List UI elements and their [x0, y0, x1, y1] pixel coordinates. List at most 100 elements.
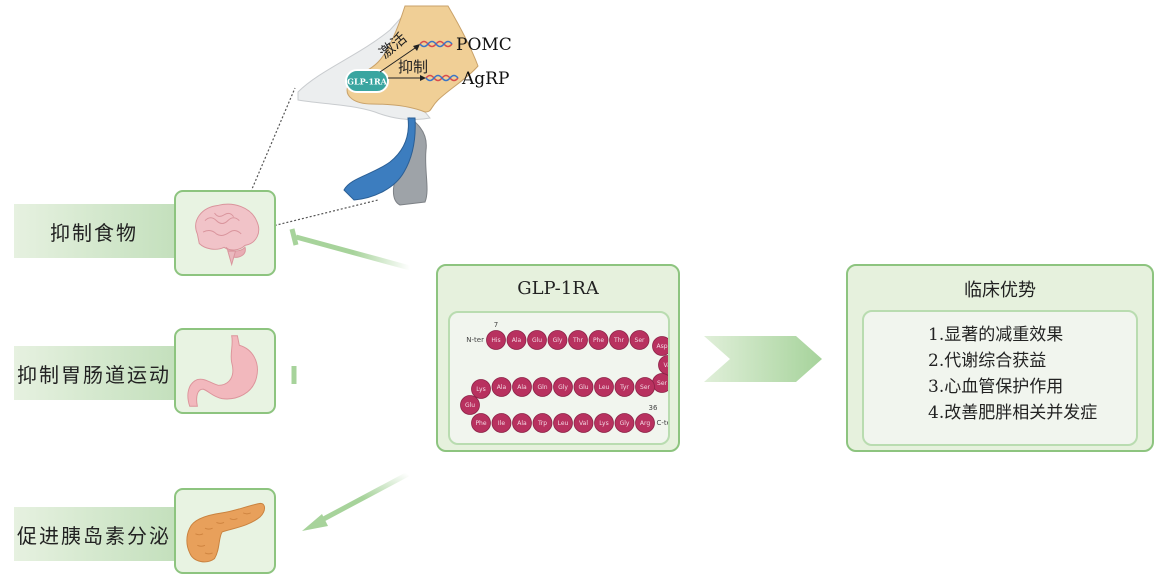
n-terminus-label: N-ter	[466, 336, 484, 344]
benefits-list: 1.显著的减重效果 2.代谢综合获益 3.心血管保护作用 4.改善肥胖相关并发症	[864, 322, 1136, 426]
dna-icon	[419, 40, 453, 48]
residue-label: Thr	[572, 337, 583, 344]
amino-acid-residue: Phe	[588, 330, 609, 350]
amino-acid-residue: Ser	[629, 330, 650, 350]
effect-text: 促进胰岛素分泌	[17, 523, 171, 548]
gene-pomc: POMC	[456, 35, 512, 55]
benefit-item: 3.心血管保护作用	[928, 377, 1064, 397]
amino-acid-residue: Ser	[652, 373, 672, 393]
hypothalamus-illustration: GLP-1RA 激活 抑制 POMC AgRP	[297, 5, 512, 206]
glp1ra-title: GLP-1RA	[517, 278, 599, 299]
residue-label: Lys	[599, 420, 608, 427]
drug-capsule-label: GLP-1RA	[347, 77, 388, 87]
residue-label: Ser	[635, 337, 646, 344]
inhibit-label: 抑制	[398, 58, 428, 76]
effect-label-food-intake: 抑制食物	[14, 204, 174, 258]
drug-capsule	[345, 69, 389, 93]
effect-text: 抑制胃肠道运动	[17, 362, 171, 387]
residue-label: Ile	[498, 420, 505, 427]
amino-acid-residue: Gly	[553, 377, 573, 397]
amino-acid-residue: Ser	[635, 377, 655, 397]
residue-label: Glu	[532, 337, 542, 344]
organ-box-brain	[174, 190, 276, 276]
residue-label: Val	[664, 362, 668, 369]
residue-label: Leu	[558, 420, 569, 427]
amino-acid-residue: Val	[658, 355, 678, 375]
amino-acid-residue: Arg	[635, 413, 655, 433]
residue-label: Ala	[517, 384, 527, 391]
amino-acid-residue: Lys	[471, 379, 491, 399]
residue-label: Phe	[475, 420, 486, 427]
activate-arrow	[379, 45, 419, 73]
residue-label: Tyr	[619, 384, 629, 391]
promote-connector-pancreas	[316, 471, 410, 525]
amino-acid-residue: Ala	[512, 413, 532, 433]
amino-acid-residue: Leu	[553, 413, 573, 433]
amino-acid-residue: Gly	[614, 413, 635, 433]
dna-icon	[425, 74, 459, 82]
end-index-label: 36	[649, 404, 658, 412]
organ-box-pancreas	[174, 488, 276, 574]
residue-label: Ser	[640, 384, 651, 391]
amino-acid-residue: Ala	[506, 330, 527, 350]
residue-label: His	[491, 337, 500, 344]
benefit-item: 1.显著的减重效果	[928, 325, 1064, 345]
residue-label: Glu	[465, 402, 475, 409]
residue-label: Gln	[537, 384, 547, 391]
residue-label: Phe	[593, 337, 604, 344]
pancreas-icon	[186, 502, 266, 563]
residue-label: Thr	[613, 337, 624, 344]
benefits-title: 临床优势	[964, 280, 1036, 301]
activate-arrowhead	[413, 44, 420, 51]
amino-acid-residue: Phe	[471, 413, 491, 433]
amino-acid-residue: Tyr	[614, 377, 635, 397]
residue-label: Gly	[620, 420, 630, 427]
amino-acid-residue: Ala	[512, 377, 532, 397]
residue-label: Ser	[657, 380, 668, 387]
residue-label: Arg	[640, 420, 650, 427]
residue-label: Trp	[537, 420, 547, 427]
effect-label-insulin: 促进胰岛素分泌	[14, 507, 174, 561]
amino-acid-residue: Gln	[532, 377, 553, 397]
residue-label: Gly	[553, 337, 563, 344]
residue-label: Asp	[656, 343, 667, 350]
clinical-benefits-box: 临床优势 1.显著的减重效果 2.代谢综合获益 3.心血管保护作用 4.改善肥胖…	[846, 264, 1154, 452]
residue-label: Ala	[512, 337, 522, 344]
amino-acid-residue: Trp	[532, 413, 553, 433]
peptide-chain: HisAlaGluGlyThrPheThrSerN-ter7AspValSerL…	[460, 321, 678, 433]
residue-label: Leu	[599, 384, 610, 391]
peptide-panel: HisAlaGluGlyThrPheThrSerN-ter7AspValSerL…	[448, 311, 678, 445]
brain-icon	[195, 203, 260, 267]
amino-acid-residue: Asp	[652, 336, 672, 356]
amino-acid-residue: Glu	[573, 377, 594, 397]
organ-box-stomach	[174, 328, 276, 414]
benefits-panel: 1.显著的减重效果 2.代谢综合获益 3.心血管保护作用 4.改善肥胖相关并发症	[862, 310, 1138, 446]
amino-acid-residue: Lys	[594, 413, 614, 433]
inhibit-arrowhead	[420, 75, 426, 81]
start-index-label: 7	[494, 321, 498, 329]
amino-acid-residue: Ala	[491, 377, 512, 397]
c-terminus-label: C-ter	[657, 419, 669, 427]
amino-acid-residue: Gly	[547, 330, 568, 350]
residue-label: Val	[579, 420, 588, 427]
amino-acid-residue: Glu	[460, 395, 480, 415]
amino-acid-residue: Thr	[568, 330, 588, 350]
gene-agrp: AgRP	[461, 69, 509, 89]
residue-label: Glu	[578, 384, 588, 391]
amino-acid-residue: Val	[573, 413, 594, 433]
benefit-item: 2.代谢综合获益	[928, 351, 1047, 371]
stomach-icon	[187, 335, 258, 407]
promote-arrowhead	[302, 514, 328, 531]
residue-label: Gly	[558, 384, 568, 391]
chevron-arrow	[704, 336, 822, 382]
amino-acid-residue: His	[486, 330, 506, 350]
amino-acid-residue: Ile	[491, 413, 512, 433]
benefit-item: 4.改善肥胖相关并发症	[928, 403, 1098, 423]
pituitary-vessel	[343, 117, 416, 201]
residue-label: Lys	[476, 386, 485, 393]
inhibit-connector-brain	[295, 234, 411, 271]
amino-acid-residue: Glu	[527, 330, 547, 350]
effect-text: 抑制食物	[50, 220, 138, 245]
